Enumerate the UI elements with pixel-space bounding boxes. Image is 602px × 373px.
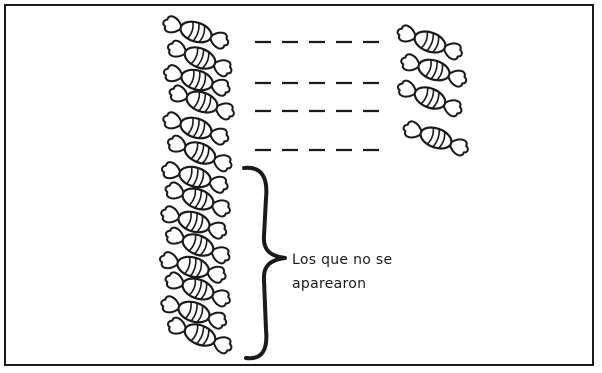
left-candy-column — [158, 12, 238, 356]
unpaired-label: Los que no se aparearon — [292, 248, 392, 296]
unpaired-brace — [244, 168, 285, 358]
candy-icon — [401, 117, 471, 158]
unpaired-label-line2: aparearon — [292, 272, 392, 296]
unpaired-label-line1: Los que no se — [292, 248, 392, 272]
right-candy-column — [395, 21, 471, 158]
pairing-lines — [255, 42, 380, 150]
